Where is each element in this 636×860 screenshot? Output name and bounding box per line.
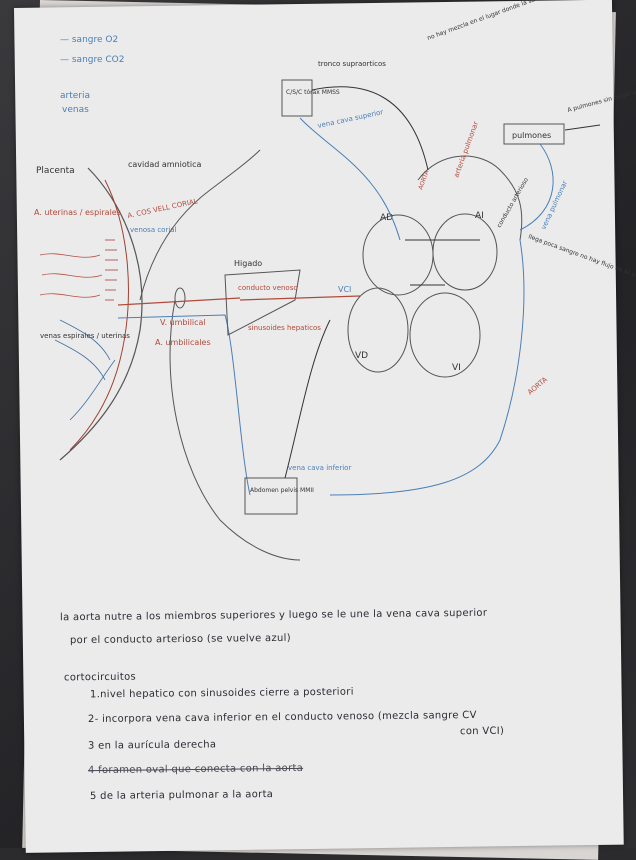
label-higado: Higado xyxy=(234,259,262,268)
ivc-line xyxy=(285,320,330,478)
label-ai: AI xyxy=(475,211,484,221)
label-a-corial: A. COS VELL CORIAL xyxy=(127,197,199,220)
top-right-note: no hay mezcla en el lugar donde la sangr… xyxy=(426,0,636,42)
label-sinusoides: sinusoides hepaticos xyxy=(248,324,321,332)
fetus-outline-top xyxy=(140,150,260,300)
legend-arteria: arteria xyxy=(60,91,90,101)
label-vena-pulmonar: vena pulmonar xyxy=(540,179,570,230)
label-a-pulmones: A pulmones sin oxigenar xyxy=(567,88,636,114)
spiral-arteries xyxy=(40,254,102,298)
head-box xyxy=(282,80,312,116)
label-abdomen: Abdomen pelvis MMII xyxy=(250,487,314,494)
left-atrium xyxy=(433,214,497,290)
label-a-uterinas: A. uterinas / espirales xyxy=(34,208,121,217)
label-arteria-pulmonar: arteria pulmonar xyxy=(452,120,480,178)
cord-node xyxy=(175,288,185,308)
label-aorta: AORTA xyxy=(526,375,549,396)
right-atrium xyxy=(363,215,433,295)
label-conducto-arterioso: conducto arterioso xyxy=(496,176,530,229)
ductus-venosus xyxy=(240,296,360,300)
note-item-5: 5 de la arteria pulmonar a la aorta xyxy=(90,789,273,802)
label-placenta: Placenta xyxy=(36,166,75,176)
label-poca-sangre: llega poca sangre no hay flujo de AI a V… xyxy=(527,233,636,281)
villi-lines xyxy=(105,240,118,300)
lungs-arrow xyxy=(565,125,600,130)
left-ventricle xyxy=(410,293,480,377)
label-vi: VI xyxy=(452,363,461,373)
label-pulmones: pulmones xyxy=(512,131,551,140)
legend-o2: — sangre O2 xyxy=(60,35,118,45)
note-item-3: 3 en la aurícula derecha xyxy=(88,739,216,751)
aortic-arch xyxy=(418,156,522,240)
note-item-4: 4 foramen oval que conecta con la aorta xyxy=(88,763,303,776)
label-a-umbilicales: A. umbilicales xyxy=(155,338,211,347)
label-tronco: tronco supraorticos xyxy=(318,60,386,68)
label-venas-espirales: venas espirales / uterinas xyxy=(40,332,130,340)
label-vena-cava-inf: vena cava inferior xyxy=(288,464,351,472)
uterine-artery-line xyxy=(70,180,128,450)
legend-venas: venas xyxy=(62,105,89,115)
label-ad: AD xyxy=(380,213,393,223)
label-v-umbilical: V. umbilical xyxy=(160,318,206,327)
note-title: cortocircuitos xyxy=(64,672,136,684)
label-vd: VD xyxy=(355,351,368,361)
abdomen-box xyxy=(245,478,297,514)
umbilical-vein xyxy=(118,298,240,305)
label-aorta-top: AORTA xyxy=(417,169,431,191)
note-item-2b: con VCI) xyxy=(460,726,504,737)
note-line-2: por el conducto arterioso (se vuelve azu… xyxy=(70,633,291,646)
label-cavidad: cavidad amniotica xyxy=(128,160,202,169)
legend-co2: — sangre CO2 xyxy=(60,55,124,65)
label-vci: VCI xyxy=(338,285,351,294)
label-vena-cava-sup: vena cava superior xyxy=(317,108,384,130)
label-conducto-venoso: conducto venoso xyxy=(238,284,298,292)
supraaortic-line xyxy=(312,87,428,170)
